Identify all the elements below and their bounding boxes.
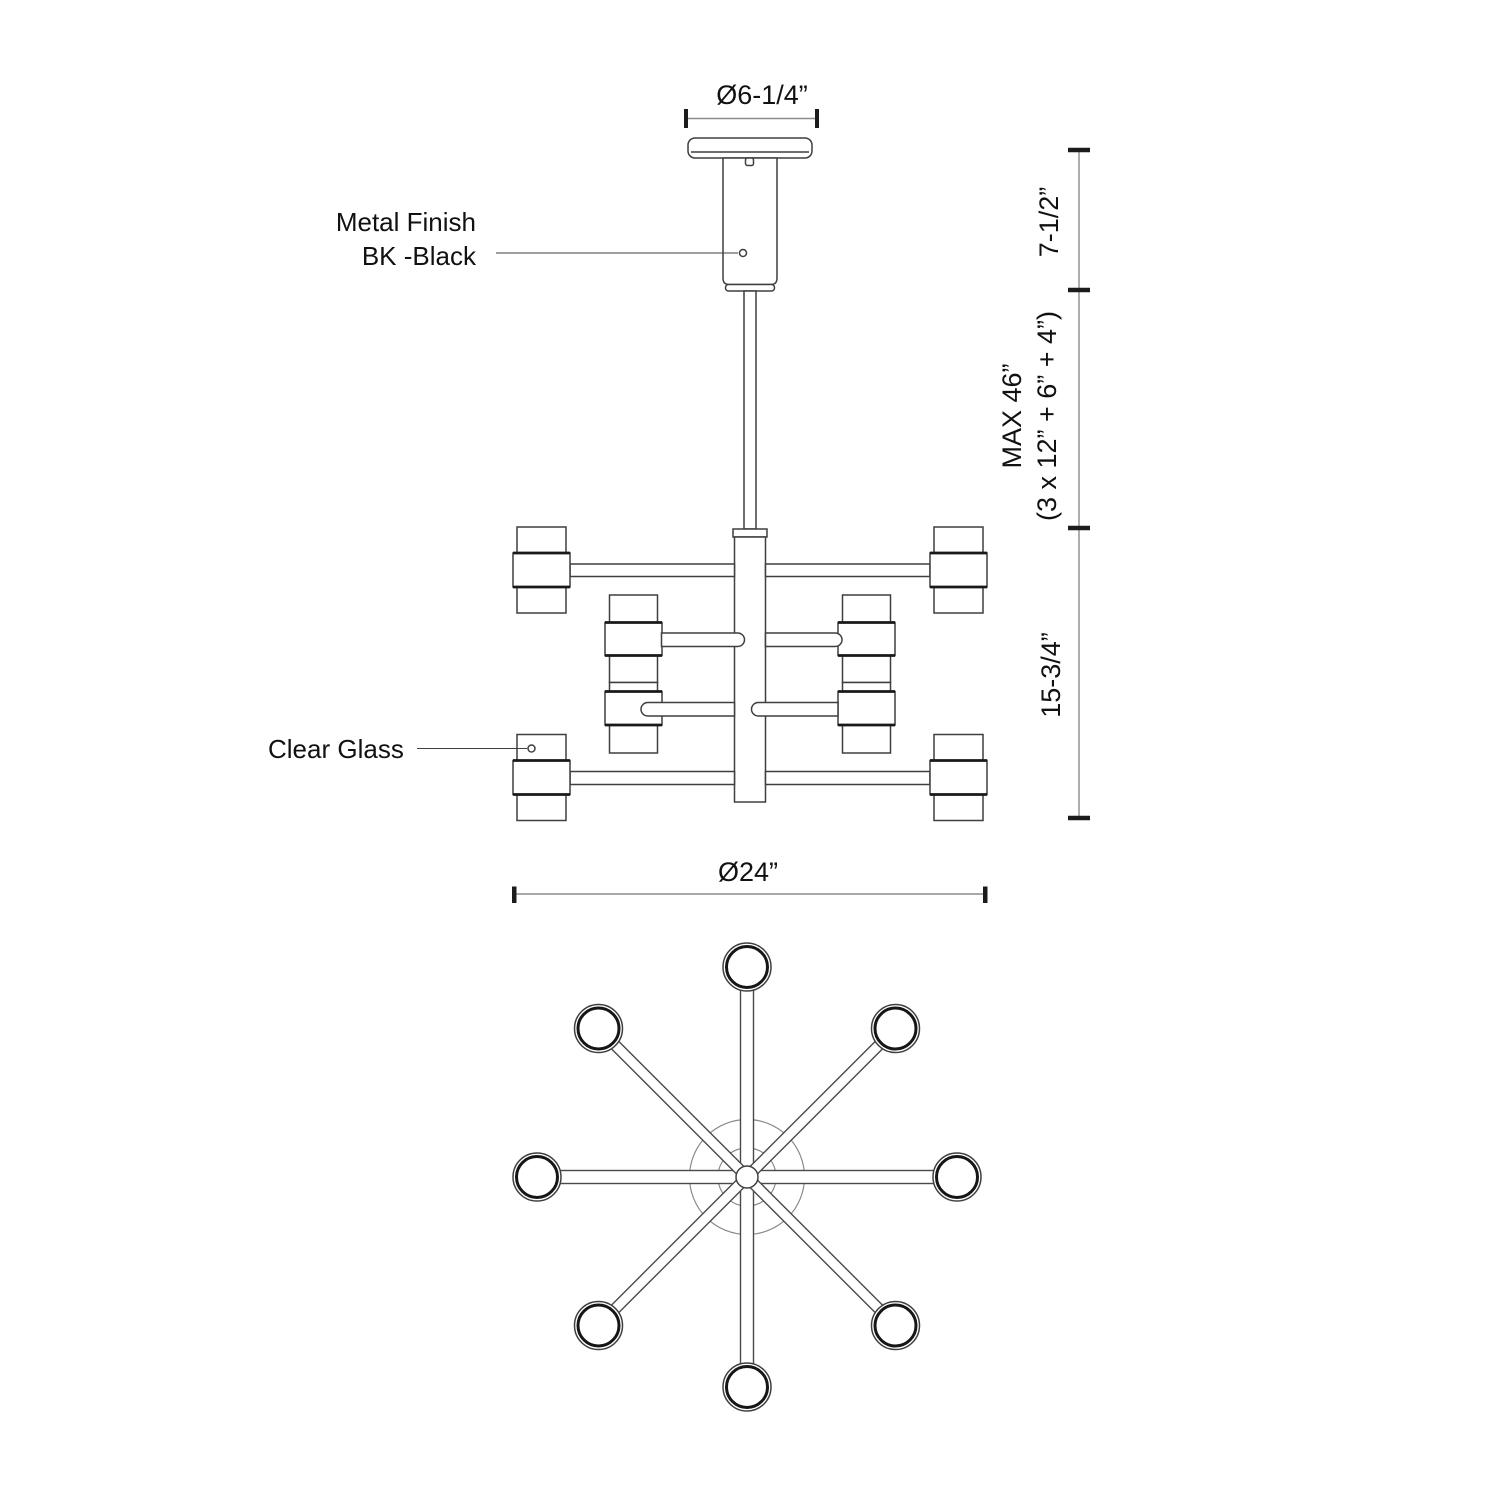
glass-set-screw <box>527 744 536 753</box>
canopy-stem-tab <box>744 157 755 167</box>
metal-finish-label-line1: Metal Finish <box>336 207 476 237</box>
glass-shade-top-left <box>511 525 572 615</box>
fixture-diameter-dimension: Ø24” <box>512 857 988 903</box>
plan-arm-north <box>739 964 755 1172</box>
glass-band <box>608 654 659 684</box>
glass-band <box>608 724 659 754</box>
arm-middle-upper-right <box>764 632 843 648</box>
hub-top-cap <box>732 528 768 538</box>
clear-glass-label: Clear Glass <box>268 734 404 764</box>
plan-arm-west <box>534 1169 742 1185</box>
fixture-diameter-label: Ø24” <box>718 857 778 887</box>
downrod-holder <box>722 157 778 286</box>
dimension-tick <box>1068 147 1090 153</box>
metal-finish-annotation: Metal Finish BK -Black <box>336 207 738 271</box>
plan-glass-southeast <box>870 1300 921 1351</box>
canopy-diameter-dimension: Ø6-1/4” <box>684 80 819 128</box>
dimension-tick <box>815 109 819 128</box>
plan-center-hub <box>735 1165 759 1189</box>
plan-arms <box>534 964 960 1390</box>
glass-shade-top-right <box>928 525 989 615</box>
glass-shade-bottom-left <box>511 733 572 822</box>
arm-middle-upper-left <box>660 632 746 648</box>
metal-finish-label-line2: BK -Black <box>362 241 477 271</box>
plan-glass-northeast <box>870 1003 921 1054</box>
glass-band <box>608 594 659 624</box>
plan-glass-east <box>931 1151 983 1203</box>
clear-glass-annotation: Clear Glass <box>268 734 527 764</box>
glass-band <box>604 621 663 657</box>
center-hub <box>733 536 767 803</box>
glass-shade-bottom-right <box>928 733 989 822</box>
canopy-height-label: 7-1/2” <box>1034 187 1064 258</box>
height-dimensions: 7-1/2” MAX 46” (3 x 12” + 6” + 4”) 15-3/… <box>997 147 1090 821</box>
glass-band-edges <box>838 621 895 727</box>
dimension-tick <box>512 886 517 903</box>
plan-glass-northwest <box>573 1003 624 1054</box>
suspension-max-label-line1: MAX 46” <box>997 363 1027 468</box>
suspension-max-label-line2: (3 x 12” + 6” + 4”) <box>1032 311 1062 521</box>
glass-band <box>841 724 892 754</box>
holder-end-cap <box>724 283 776 292</box>
glass-band <box>841 654 892 684</box>
glass-band <box>837 690 896 726</box>
glass-column-inner-right <box>837 594 896 754</box>
arm-bottom-right <box>764 770 931 786</box>
plan-arm-south <box>739 1182 755 1390</box>
plan-glass-southwest <box>573 1300 624 1351</box>
plan-view <box>511 941 983 1413</box>
arm-top-left <box>569 563 736 578</box>
plan-glass-south <box>721 1361 773 1413</box>
canopy-diameter-label: Ø6-1/4” <box>716 80 808 110</box>
fixture-height-label: 15-3/4” <box>1036 632 1066 718</box>
ceiling-canopy <box>687 137 813 159</box>
dimension-tick <box>1068 287 1090 293</box>
plan-glass-north <box>721 941 773 993</box>
suspension-rod <box>743 290 757 530</box>
glass-band-edges <box>605 621 662 727</box>
arm-middle-lower-right <box>750 701 839 717</box>
arm-middle-lower-left <box>640 701 736 717</box>
glass-band <box>837 621 896 657</box>
glass-column-inner-left <box>604 594 663 754</box>
holder-set-screw <box>738 248 748 258</box>
arm-top-right <box>764 563 931 578</box>
dimension-tick <box>1068 815 1090 821</box>
plan-glass-west <box>511 1151 563 1203</box>
elevation-view: Ø6-1/4” <box>268 80 1090 903</box>
plan-arm-east <box>752 1169 960 1185</box>
glass-band <box>841 594 892 624</box>
dimension-tick <box>1068 525 1090 531</box>
dimension-tick <box>983 886 988 903</box>
dimension-tick <box>684 109 688 128</box>
arm-bottom-left <box>569 770 736 786</box>
